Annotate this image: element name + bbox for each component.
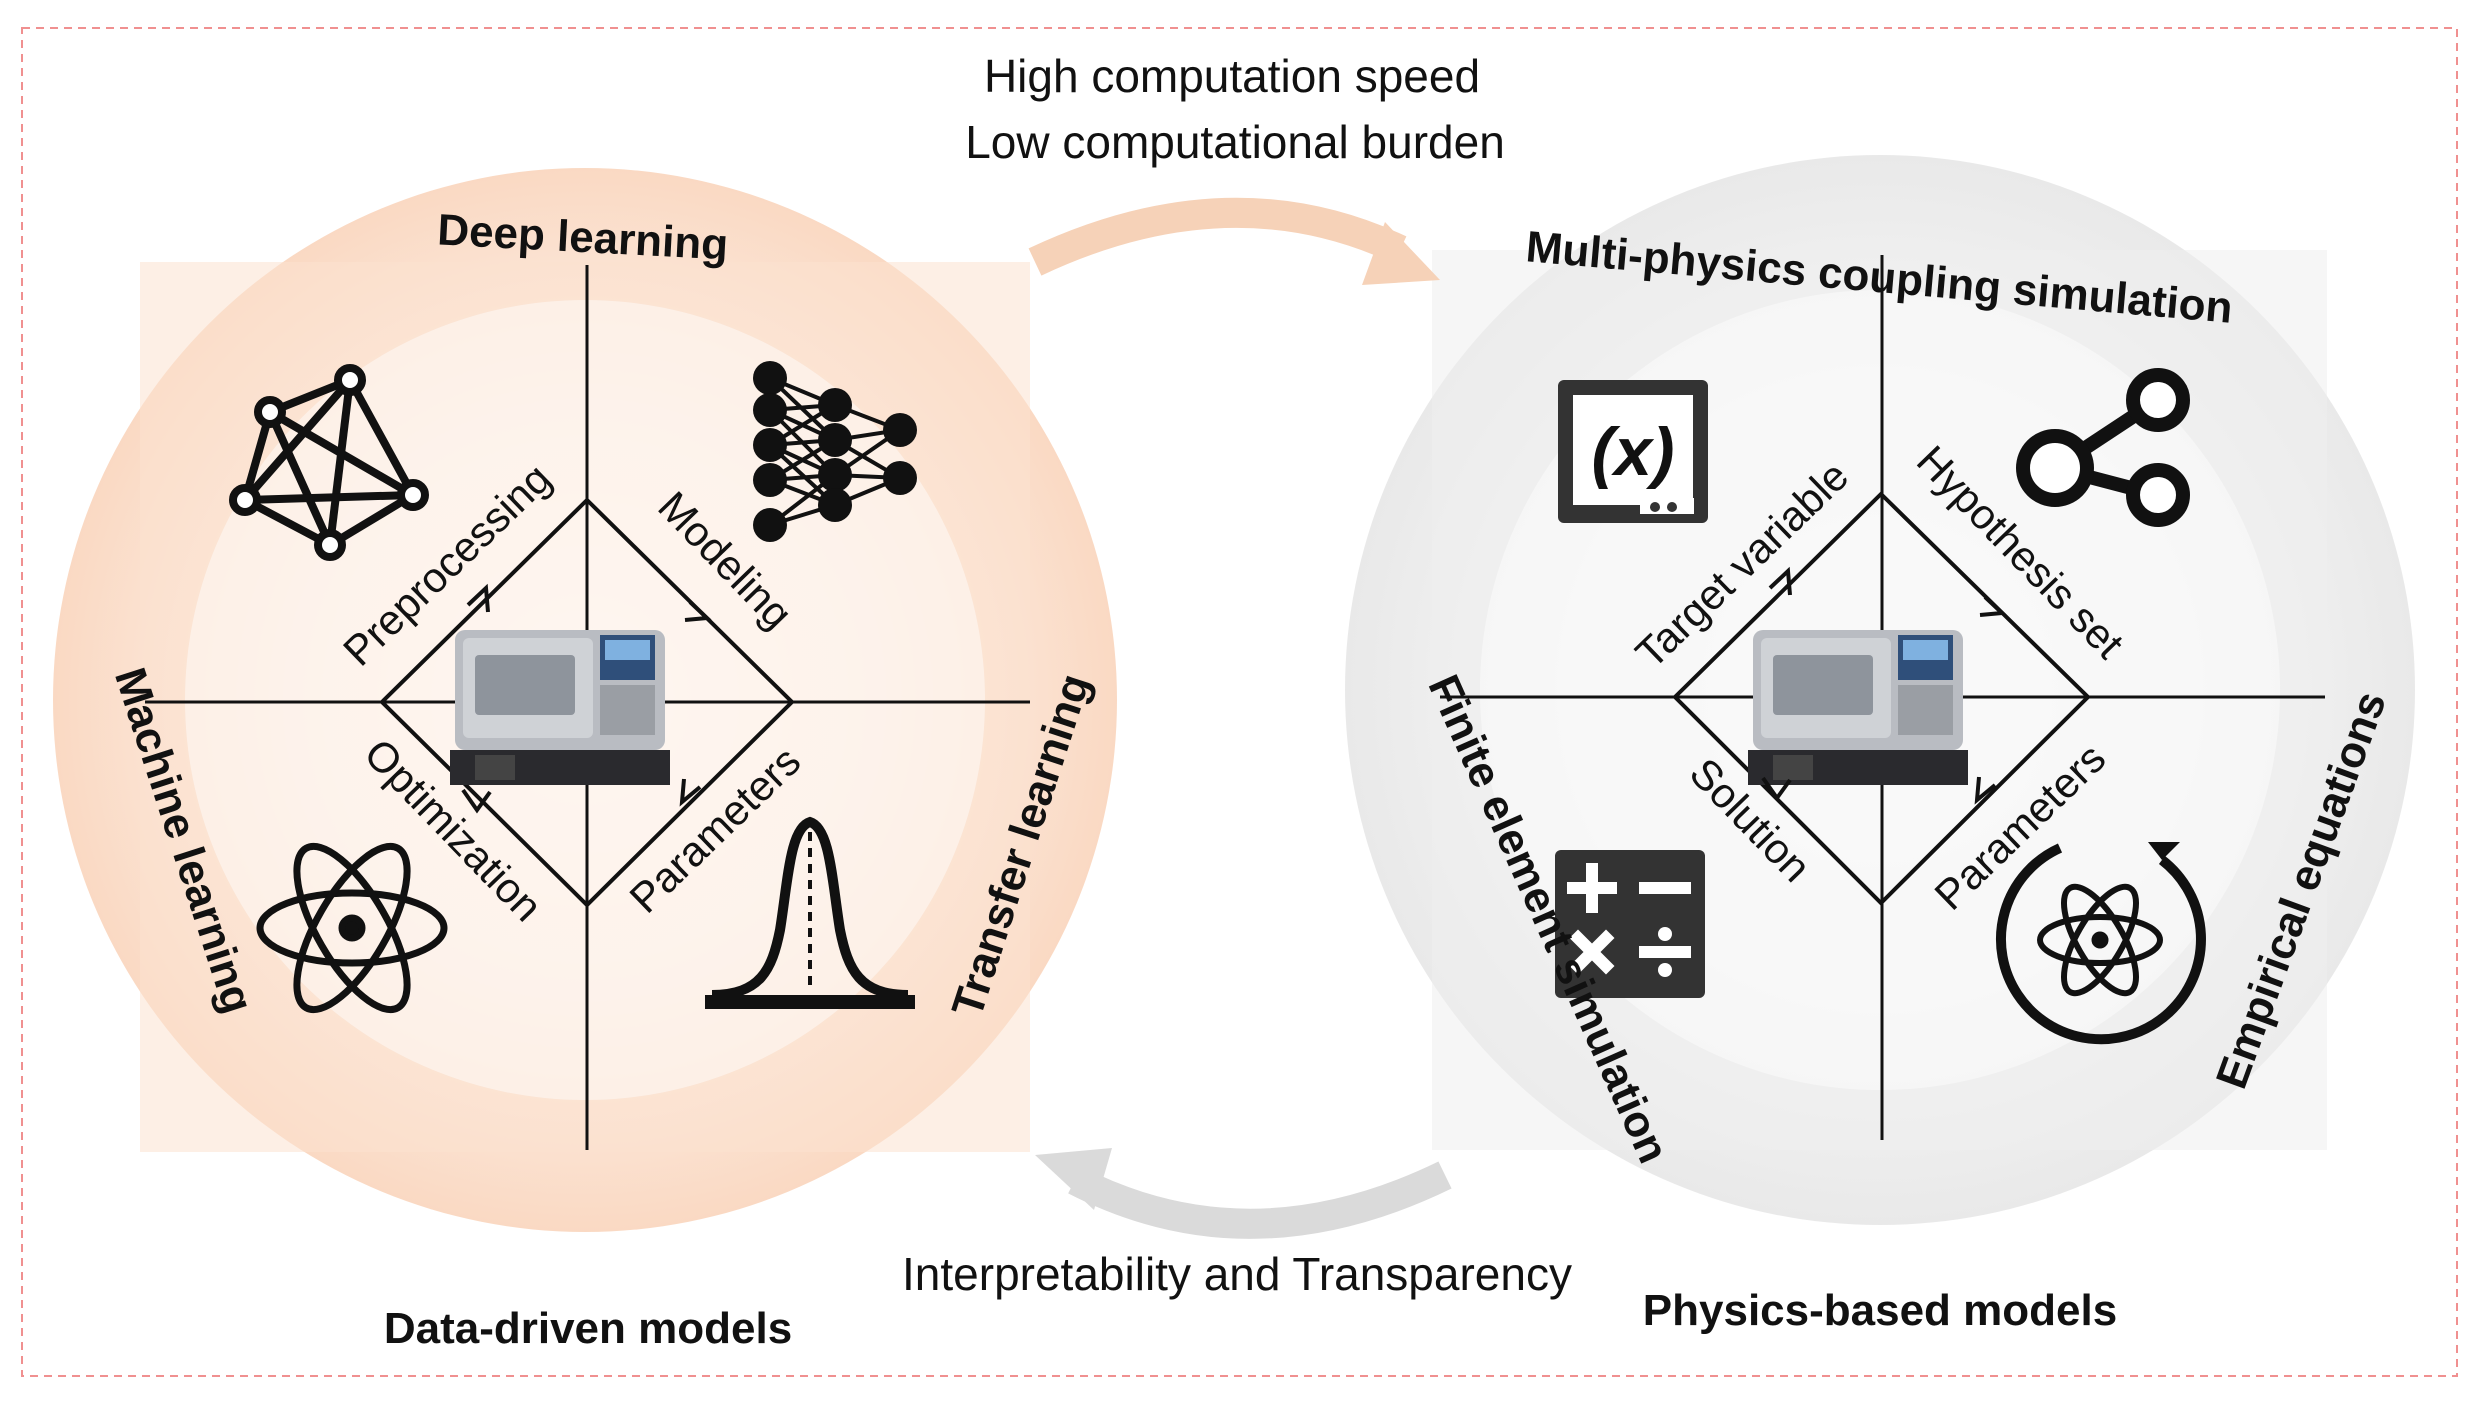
bottom-curved-arrow [1035,1148,1452,1239]
neural-network-icon [753,361,917,542]
bottom-arrow-label: Interpretability and Transparency [902,1248,1572,1300]
arrow-modeling [684,600,712,622]
arrow-parameters [679,778,702,807]
arrow-preprocessing [466,583,490,613]
top-arrow-line1: High computation speed [984,50,1480,102]
physics-based-title: Physics-based models [1643,1286,2117,1335]
left-diamond-arrows [461,583,712,814]
lathe-machine-icon-right [1748,630,1968,785]
share-nodes-icon [2016,368,2190,527]
network-graph-icon [229,364,429,561]
data-driven-panel: Deep learning Machine learning Transfer … [53,168,1117,1353]
top-curved-arrow [1028,197,1440,285]
bell-curve-icon [705,816,915,1009]
top-arrow-line2: Low computational burden [965,116,1505,168]
atom-icon [256,842,448,1014]
arrow-hypothesis [1979,595,2007,617]
arrow-solution [1761,776,1792,802]
arrow-parameters-right [1974,776,1997,805]
equation-icon-text: (x) [1591,414,1674,490]
arrow-target-variable [1768,566,1792,596]
right-diamond [1672,491,2091,906]
variable-equation-icon: (x) [1558,380,1708,523]
lathe-machine-icon [450,630,670,785]
left-diamond [379,497,795,908]
calculator-icon [1555,850,1705,998]
data-driven-title: Data-driven models [384,1304,792,1353]
atom-cycle-icon [1995,842,2206,1045]
physics-based-panel: (x) [1345,155,2415,1335]
arrow-optimization [461,788,492,814]
outer-border [21,27,2458,1377]
right-diamond-arrows [1761,566,2007,805]
